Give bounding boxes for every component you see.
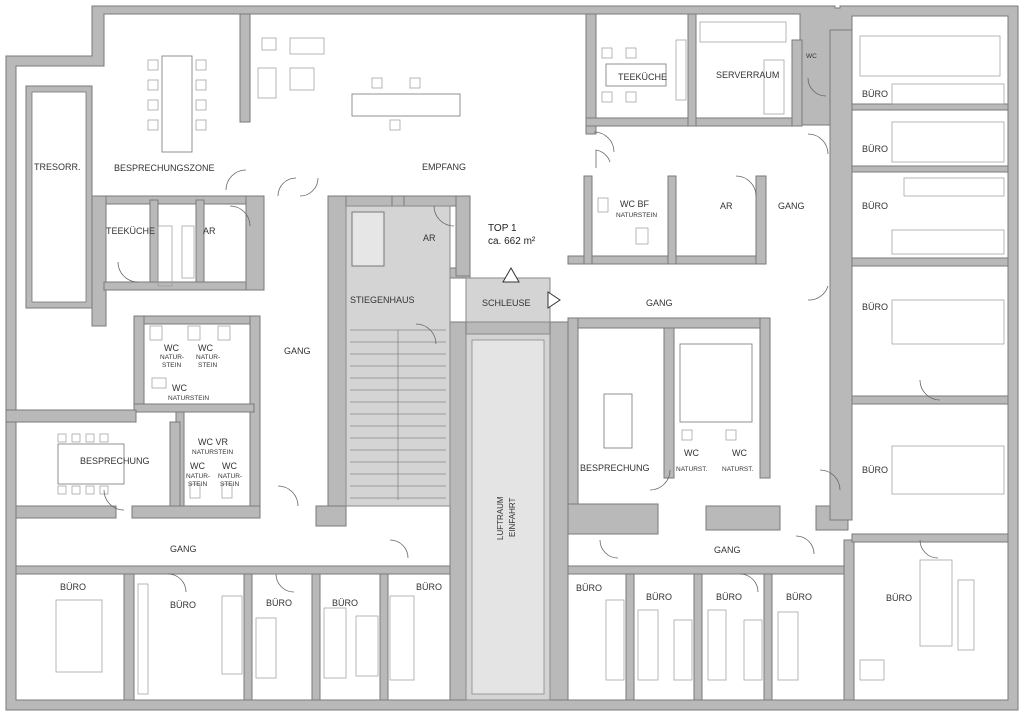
label-gang-w: GANG (284, 346, 311, 356)
label-buero-b8: BÜRO (716, 592, 742, 602)
label-top: TOP 1 (488, 223, 517, 234)
label-ar-mid: AR (423, 233, 436, 243)
label-buero-b4: BÜRO (332, 598, 358, 608)
label-naturstein-3: NATURSTEIN (168, 395, 209, 402)
label-wc-bf: WC BF (620, 199, 649, 209)
label-teekueche-ne: TEEKÜCHE (618, 72, 667, 82)
label-wc-7: WC (732, 448, 747, 458)
label-serverraum: SERVERRAUM (716, 70, 779, 80)
label-gang-mid: GANG (646, 298, 673, 308)
label-empfang: EMPFANG (422, 162, 466, 172)
label-stiegenhaus: STIEGENHAUS (350, 295, 415, 305)
label-stein-2: STEIN (198, 362, 217, 369)
label-buero-b5: BÜRO (416, 582, 442, 592)
label-stein-5: STEIN (220, 481, 239, 488)
label-einfahrt: EINFAHRT (508, 497, 517, 537)
label-luftraum: LUFTRAUM (496, 496, 505, 540)
label-gang-ne: GANG (778, 201, 805, 211)
label-buero-b10: BÜRO (886, 593, 912, 603)
label-wc-5: WC (222, 461, 237, 471)
label-schleuse: SCHLEUSE (482, 298, 531, 308)
label-natur-4: NATUR- (186, 473, 210, 480)
label-besprechung-e: BESPRECHUNG (580, 463, 650, 473)
label-buero-b1: BÜRO (60, 582, 86, 592)
label-natur-2: NATUR- (196, 354, 220, 361)
label-wc-4: WC (190, 461, 205, 471)
schleuse-doors (502, 266, 561, 309)
interior-walls (5, 13, 1009, 701)
furniture (55, 21, 1005, 695)
label-besprechung-w: BESPRECHUNG (80, 456, 150, 466)
label-tresor: TRESORR. (34, 162, 81, 172)
label-wc-6: WC (684, 448, 699, 458)
label-stein-1: STEIN (162, 362, 181, 369)
label-ar-e: AR (720, 201, 733, 211)
label-buero-b3: BÜRO (266, 598, 292, 608)
label-wc-ne: WC (806, 53, 817, 60)
label-naturstein-bf: NATURSTEIN (616, 212, 657, 219)
stairwell-core (345, 205, 551, 701)
label-naturst-7: NATURST. (722, 466, 753, 473)
label-naturst-6: NATURST. (676, 466, 707, 473)
label-gang-sw: GANG (170, 544, 197, 554)
label-buero-r2: BÜRO (862, 144, 888, 154)
label-gang-se: GANG (714, 545, 741, 555)
label-buero-b6: BÜRO (576, 583, 602, 593)
label-natur-5: NATUR- (218, 473, 242, 480)
label-wc-3: WC (172, 383, 187, 393)
label-ar-w: AR (203, 226, 216, 236)
label-wc-1: WC (164, 343, 179, 353)
label-buero-b7: BÜRO (646, 592, 672, 602)
label-buero-r3: BÜRO (862, 201, 888, 211)
label-area: ca. 662 m² (488, 236, 536, 247)
label-wc-2: WC (198, 343, 213, 353)
label-buero-r4: BÜRO (862, 302, 888, 312)
label-natur-1: NATUR- (160, 354, 184, 361)
label-wc-vr: WC VR (198, 437, 228, 447)
room-labels: TRESORR. BESPRECHUNGSZONE EMPFANG TEEKÜC… (34, 53, 912, 610)
label-teekueche-w: TEEKÜCHE (106, 226, 155, 236)
label-buero-r5: BÜRO (862, 465, 888, 475)
label-buero-b2: BÜRO (170, 600, 196, 610)
label-besprechungszone: BESPRECHUNGSZONE (114, 163, 215, 173)
door-swings (103, 77, 941, 593)
label-buero-r1: BÜRO (862, 89, 888, 99)
label-buero-b9: BÜRO (786, 592, 812, 602)
label-naturstein-vr: NATURSTEIN (192, 449, 233, 456)
label-stein-4: STEIN (188, 481, 207, 488)
